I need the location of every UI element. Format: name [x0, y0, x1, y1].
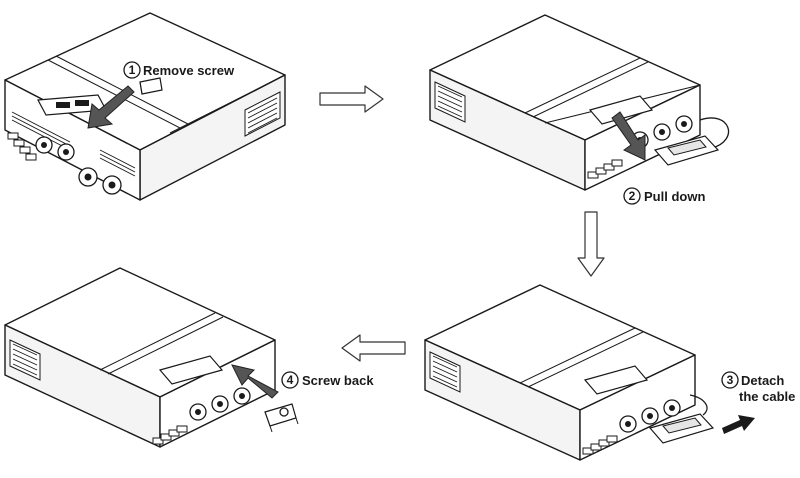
side-vent	[244, 91, 281, 137]
side-vent	[9, 339, 41, 381]
display-opening	[588, 95, 654, 125]
arrow-left-icon	[341, 334, 406, 362]
display-module	[648, 413, 715, 444]
display-cable	[699, 117, 730, 149]
terminal-pins	[152, 425, 188, 445]
terminal-pins	[7, 132, 37, 161]
display-opening	[583, 365, 649, 395]
step-3-callout: 3 Detach the cable	[721, 371, 795, 404]
terminal-pins	[582, 435, 618, 455]
inverter-panel-4: 4 Screw back	[4, 267, 374, 448]
step-4-badge	[281, 371, 299, 389]
pointer-arrow-icon	[611, 111, 646, 161]
display-cable	[689, 394, 708, 416]
inverter-panel-3: 3 Detach the cable	[424, 284, 795, 461]
cable-glands	[189, 387, 251, 421]
side-vent	[429, 351, 461, 393]
display-opening	[158, 355, 224, 385]
arrow-down-icon	[577, 211, 605, 277]
side-vent	[434, 81, 466, 123]
front-vent	[11, 111, 136, 177]
terminal-pins	[587, 159, 623, 179]
step-1-number: 1	[129, 63, 136, 77]
step-1-label: Remove screw	[143, 63, 235, 78]
step-2-badge	[623, 187, 641, 205]
step-2-label: Pull down	[644, 189, 705, 204]
screw-bracket	[264, 403, 299, 433]
arrow-right-icon	[319, 85, 384, 113]
step-4-label: Screw back	[302, 373, 374, 388]
step-3-label-line1: Detach	[741, 373, 784, 388]
inverter-panel-1: 1 Remove screw	[4, 12, 286, 201]
step-1-badge	[123, 61, 141, 79]
cable-glands	[619, 399, 681, 433]
step-3-number: 3	[727, 373, 734, 387]
step-4-number: 4	[287, 373, 294, 387]
step-4-callout: 4 Screw back	[281, 371, 374, 389]
step-2-callout: 2 Pull down	[623, 187, 705, 205]
inverter-front-face	[579, 354, 696, 461]
pointer-arrow-icon	[87, 85, 135, 129]
screw-bracket	[139, 77, 163, 95]
pointer-arrow-icon	[722, 415, 755, 434]
display-module	[653, 135, 720, 166]
step-2-number: 2	[629, 189, 636, 203]
step-3-label-line2: the cable	[739, 389, 795, 404]
cable-glands	[35, 136, 122, 195]
pointer-arrow-icon	[231, 364, 279, 399]
step-1-callout: 1 Remove screw	[123, 61, 235, 79]
inverter-panel-2: 2 Pull down	[429, 14, 730, 205]
step-3-badge	[721, 371, 739, 389]
